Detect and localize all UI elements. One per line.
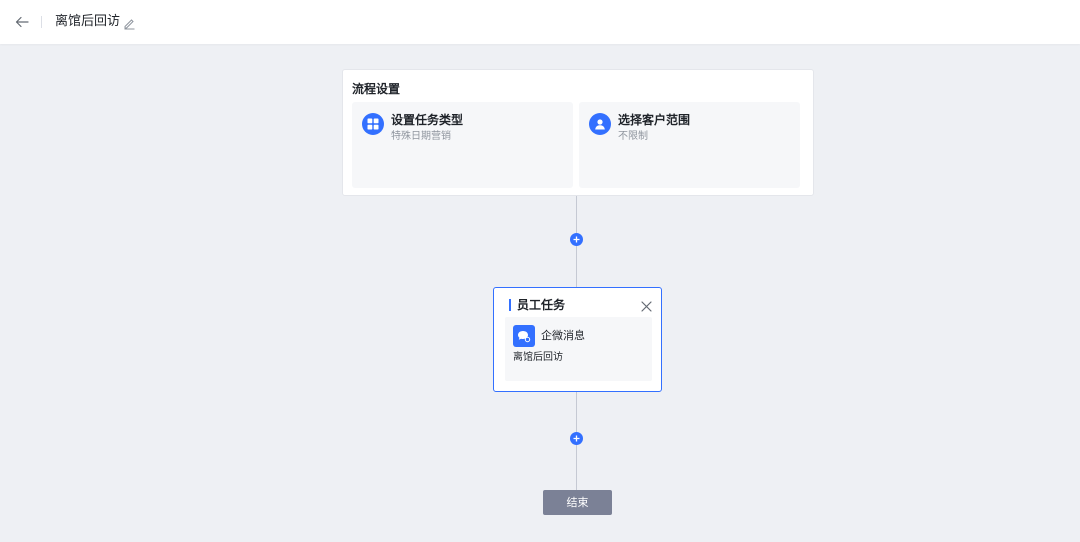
grid-icon xyxy=(362,113,384,135)
top-bar: 离馆后回访 xyxy=(0,0,1080,44)
task-title: 员工任务 xyxy=(517,298,566,312)
customer-scope-label: 选择客户范围 xyxy=(618,113,691,127)
add-step-button-1[interactable] xyxy=(570,233,583,246)
user-icon xyxy=(589,113,611,135)
task-type-setting[interactable]: 设置任务类型 特殊日期营销 xyxy=(352,102,573,188)
close-icon xyxy=(641,301,652,312)
flow-settings-title: 流程设置 xyxy=(352,82,401,96)
header-divider xyxy=(41,16,42,28)
employee-task-card[interactable]: 员工任务 企微消息 离馆后回访 xyxy=(493,287,662,392)
close-task-button[interactable] xyxy=(640,298,653,312)
message-type-label: 企微消息 xyxy=(541,329,585,342)
chat-bubble-icon xyxy=(513,325,535,347)
plus-icon xyxy=(573,435,580,442)
pencil-icon xyxy=(124,19,135,30)
customer-scope-value: 不限制 xyxy=(618,131,648,142)
edit-title-button[interactable] xyxy=(123,15,136,30)
page-title: 离馆后回访 xyxy=(55,14,121,29)
add-step-button-2[interactable] xyxy=(570,432,583,445)
task-type-label: 设置任务类型 xyxy=(391,113,464,127)
task-type-value: 特殊日期营销 xyxy=(391,131,451,142)
arrow-left-icon xyxy=(15,16,29,28)
message-content: 离馆后回访 xyxy=(513,352,563,363)
task-title-accent xyxy=(509,299,511,311)
end-node-button[interactable]: 结束 xyxy=(543,490,612,515)
back-button[interactable] xyxy=(12,12,32,32)
plus-icon xyxy=(573,236,580,243)
flow-settings-card: 流程设置 设置任务类型 特殊日期营销 选择客户范围 不限制 xyxy=(342,69,814,196)
customer-scope-setting[interactable]: 选择客户范围 不限制 xyxy=(579,102,800,188)
message-task-item[interactable]: 企微消息 离馆后回访 xyxy=(505,317,652,381)
